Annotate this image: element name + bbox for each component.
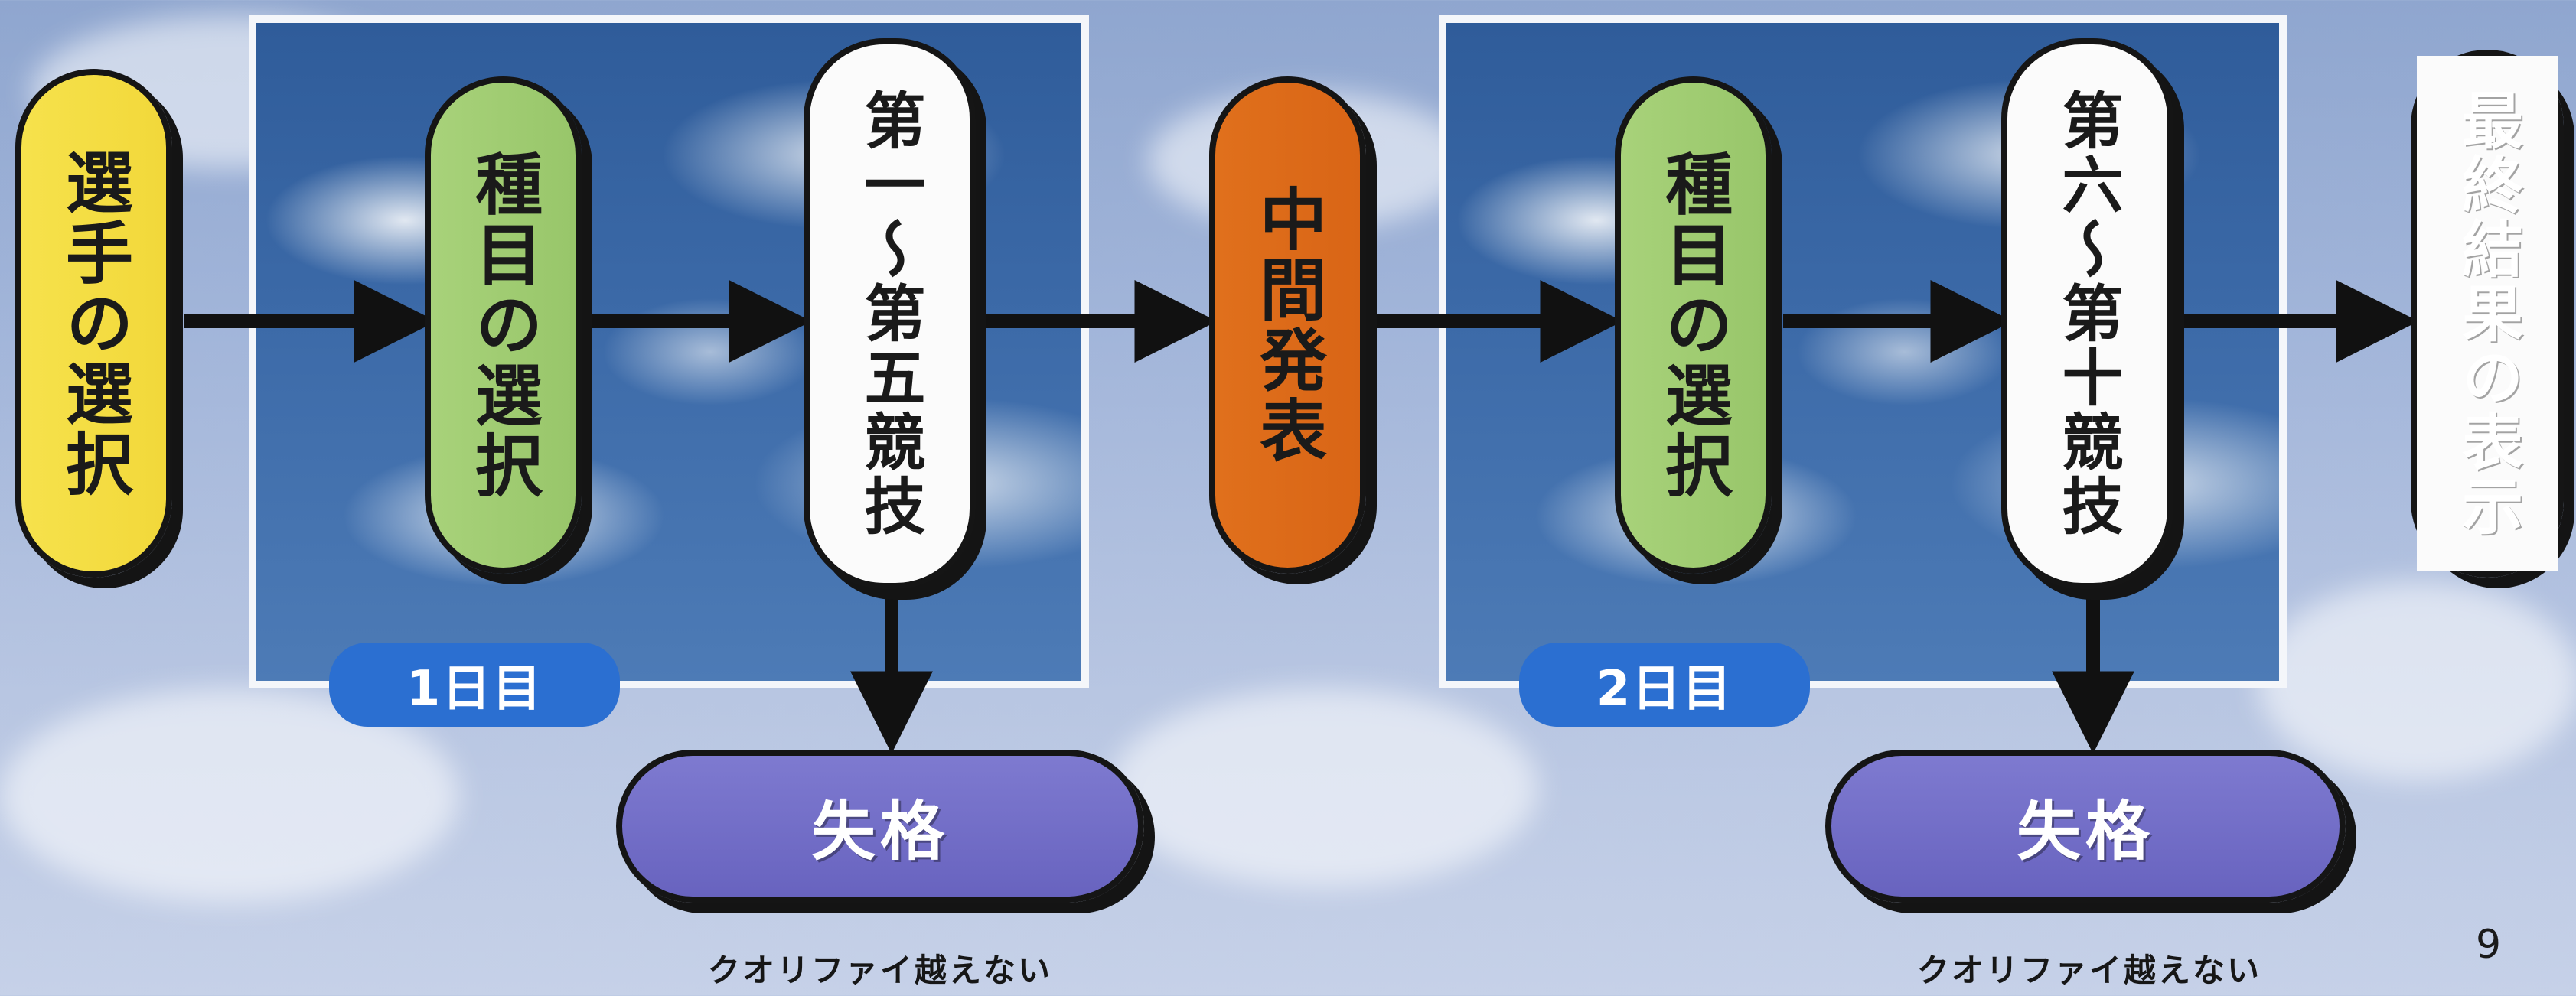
node-label: 最終結果の表示: [2417, 56, 2558, 571]
node-label: 種目の選択: [464, 149, 543, 501]
background-cloud: [1110, 688, 1538, 887]
disqualified-box-day1: 失格: [616, 750, 1144, 903]
disqualified-caption-day1: クオリファイ越えない: [707, 952, 1052, 989]
node-final-result: 最終結果の表示: [2411, 50, 2564, 578]
node-label: 種目の選択: [1654, 149, 1733, 501]
node-events-1-5: 第一〜第五競技: [804, 38, 976, 589]
page-number: 9: [2476, 922, 2502, 968]
node-select-player: 選手の選択: [15, 69, 172, 578]
node-label: 中間発表: [1248, 184, 1328, 466]
disqualified-caption-day2: クオリファイ越えない: [1916, 952, 2261, 989]
disqualified-label: 失格: [2016, 793, 2154, 869]
disqualified-box-day2: 失格: [1825, 750, 2346, 903]
node-select-event-day1: 種目の選択: [425, 76, 582, 574]
node-select-event-day2: 種目の選択: [1615, 76, 1772, 574]
node-label: 第一〜第五競技: [854, 89, 926, 539]
node-label: 第六〜第十競技: [2052, 89, 2124, 539]
node-events-6-10: 第六〜第十競技: [2001, 38, 2173, 589]
background-cloud: [2258, 581, 2576, 780]
node-midterm-announcement: 中間発表: [1209, 76, 1366, 574]
node-label: 選手の選択: [54, 147, 134, 500]
day1-tab: 1日目: [329, 643, 620, 727]
disqualified-label: 失格: [810, 793, 949, 869]
day2-tab: 2日目: [1519, 643, 1810, 727]
